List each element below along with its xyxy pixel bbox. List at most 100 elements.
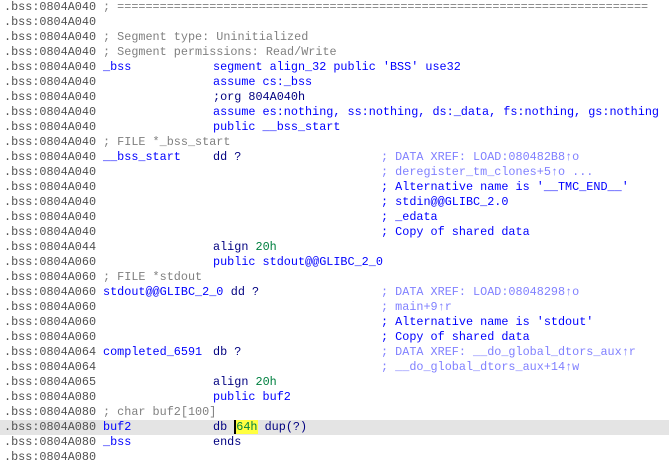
xref-comment[interactable]: ; main+9↑r bbox=[381, 300, 452, 314]
line-address: .bss:0804A040 bbox=[4, 195, 97, 209]
xref-comment[interactable]: ; deregister_tm_clones+5↑o ... bbox=[381, 165, 594, 179]
instruction-text[interactable]: dd ? bbox=[213, 150, 242, 164]
line-instruction: public buf2 bbox=[213, 390, 291, 405]
listing-line[interactable]: .bss:0804A040 bbox=[0, 15, 669, 30]
xref-comment[interactable]: ; DATA XREF: LOAD:080482B8↑o bbox=[381, 150, 580, 164]
instruction-text[interactable]: segment align_32 public 'BSS' use32 bbox=[213, 60, 461, 74]
instruction-text[interactable]: public stdout@@GLIBC_2_0 bbox=[213, 255, 383, 269]
instruction-text[interactable]: dd ? bbox=[230, 285, 260, 299]
listing-line[interactable]: .bss:0804A060 public stdout@@GLIBC_2_0 bbox=[0, 255, 669, 270]
listing-line[interactable]: .bss:0804A040; deregister_tm_clones+5↑o … bbox=[0, 165, 669, 180]
line-address: .bss:0804A065 bbox=[4, 375, 97, 389]
line-label[interactable]: _bss bbox=[103, 60, 132, 74]
line-address: .bss:0804A040 bbox=[4, 30, 97, 44]
line-comment: ; FILE *stdout bbox=[103, 270, 203, 284]
line-address: .bss:0804A080 bbox=[4, 390, 97, 404]
listing-line[interactable]: .bss:0804A040 ; =========================… bbox=[0, 0, 669, 15]
listing-line[interactable]: .bss:0804A060; FILE *stdout bbox=[0, 270, 669, 285]
instruction-text[interactable]: db ? bbox=[213, 345, 242, 359]
instruction-text[interactable]: dup(?) bbox=[257, 420, 308, 434]
line-label[interactable]: buf2 bbox=[103, 420, 132, 434]
listing-line[interactable]: .bss:0804A060 ; Alternative name is 'stdo… bbox=[0, 315, 669, 330]
line-address: .bss:0804A060 bbox=[4, 330, 97, 344]
listing-line[interactable]: .bss:0804A040 ; Segment permissions: Read… bbox=[0, 45, 669, 60]
line-instruction: segment align_32 public 'BSS' use32 bbox=[213, 60, 461, 75]
line-address: .bss:0804A080 bbox=[4, 450, 97, 464]
line-comment: ; FILE *_bss_start bbox=[103, 135, 231, 149]
operand-number[interactable]: 20h bbox=[255, 375, 277, 389]
listing-line[interactable]: .bss:0804A040 ; Alternative name is '__TM… bbox=[0, 180, 669, 195]
listing-line[interactable]: .bss:0804A040 _bss segment align_32 public… bbox=[0, 60, 669, 75]
repeatable-comment: ; Copy of shared data bbox=[381, 330, 530, 344]
instruction-text[interactable]: db bbox=[213, 420, 235, 434]
line-comment: ; Segment permissions: Read/Write bbox=[103, 45, 337, 59]
xref-comment[interactable]: ; __do_global_dtors_aux+14↑w bbox=[381, 360, 580, 374]
line-label[interactable]: stdout@@GLIBC_2_0 bbox=[103, 285, 224, 299]
listing-line[interactable]: .bss:0804A080 ; char buf2[100] bbox=[0, 405, 669, 420]
line-address: .bss:0804A040 bbox=[4, 0, 97, 14]
line-instruction: dd ? bbox=[231, 285, 259, 300]
line-address: .bss:0804A080 bbox=[4, 435, 97, 449]
line-address: .bss:0804A064 bbox=[4, 345, 97, 359]
listing-line[interactable]: .bss:0804A040 public __bss_start bbox=[0, 120, 669, 135]
instruction-text[interactable]: ;org 804A040h bbox=[213, 90, 306, 104]
line-instruction: assume es:nothing, ss:nothing, ds:_data,… bbox=[213, 105, 659, 120]
instruction-text[interactable]: public __bss_start bbox=[213, 120, 341, 134]
line-label[interactable]: __bss_start bbox=[103, 150, 181, 164]
instruction-text[interactable]: assume es:nothing, ss:nothing, ds:_data,… bbox=[213, 105, 659, 119]
line-address: .bss:0804A040 bbox=[4, 225, 97, 239]
listing-line[interactable]: .bss:0804A040 __bss_start dd ? ; DATA XREF:… bbox=[0, 150, 669, 165]
line-address: .bss:0804A080 bbox=[4, 405, 97, 419]
instruction-text[interactable]: align bbox=[213, 240, 256, 254]
listing-line[interactable]: .bss:0804A064 completed_6591 db ? ; DATA XR… bbox=[0, 345, 669, 360]
instruction-text[interactable]: align bbox=[213, 375, 256, 389]
line-instruction: assume cs:_bss bbox=[213, 75, 312, 90]
listing-line[interactable]: .bss:0804A060; main+9↑r bbox=[0, 300, 669, 315]
instruction-text[interactable]: ends bbox=[213, 435, 242, 449]
line-address: .bss:0804A040 bbox=[4, 45, 97, 59]
line-address: .bss:0804A040 bbox=[4, 120, 97, 134]
line-instruction: dd ? bbox=[213, 150, 241, 165]
listing-line[interactable]: .bss:0804A040; Copy of shared data bbox=[0, 225, 669, 240]
instruction-text[interactable]: assume cs:_bss bbox=[213, 75, 313, 89]
listing-line[interactable]: .bss:0804A040; Segment type: Uninitializ… bbox=[0, 30, 669, 45]
line-address: .bss:0804A060 bbox=[4, 315, 97, 329]
repeatable-comment: ; stdin@@GLIBC_2.0 bbox=[381, 195, 509, 209]
line-comment: ; char buf2[100] bbox=[103, 405, 217, 419]
line-address: .bss:0804A040 bbox=[4, 150, 97, 164]
line-label[interactable]: completed_6591 bbox=[103, 345, 203, 359]
line-address: .bss:0804A040 bbox=[4, 210, 97, 224]
line-address: .bss:0804A040 bbox=[4, 60, 97, 74]
line-instruction: ends bbox=[213, 435, 241, 450]
instruction-text[interactable]: public buf2 bbox=[213, 390, 291, 404]
operand-number[interactable]: 64h bbox=[234, 420, 258, 434]
line-label[interactable]: _bss bbox=[103, 435, 132, 449]
line-address: .bss:0804A040 bbox=[4, 180, 97, 194]
repeatable-comment: ; Alternative name is '__TMC_END__' bbox=[381, 180, 629, 194]
line-address: .bss:0804A064 bbox=[4, 360, 97, 374]
xref-comment[interactable]: ; DATA XREF: __do_global_dtors_aux↑r bbox=[381, 345, 636, 359]
current-line[interactable]: .bss:0804A080 buf2 db 64h dup(?) bbox=[0, 420, 669, 435]
listing-line[interactable]: .bss:0804A040;org 804A040h bbox=[0, 90, 669, 105]
listing-line[interactable]: .bss:0804A065 align 20h bbox=[0, 375, 669, 390]
listing-line[interactable]: .bss:0804A040 assume es:nothing, ss:nothi… bbox=[0, 105, 669, 120]
repeatable-comment: ; Alternative name is 'stdout' bbox=[381, 315, 594, 329]
line-address: .bss:0804A080 bbox=[4, 420, 97, 434]
listing-line[interactable]: .bss:0804A080 public buf2 bbox=[0, 390, 669, 405]
listing-line[interactable]: .bss:0804A040; FILE *_bss_start bbox=[0, 135, 669, 150]
listing-line[interactable]: .bss:0804A060 ; Copy of shared data bbox=[0, 330, 669, 345]
operand-number[interactable]: 20h bbox=[255, 240, 277, 254]
line-address: .bss:0804A040 bbox=[4, 105, 97, 119]
line-comment: ; ======================================… bbox=[103, 0, 649, 14]
listing-line[interactable]: .bss:0804A040 ; stdin@@GLIBC_2.0 bbox=[0, 195, 669, 210]
listing-line[interactable]: .bss:0804A080 _bss ends bbox=[0, 435, 669, 450]
listing-line[interactable]: .bss:0804A064 ; __do_global_dtors_aux+14↑… bbox=[0, 360, 669, 375]
listing-line[interactable]: .bss:0804A080 bbox=[0, 450, 669, 465]
listing-line[interactable]: .bss:0804A040; _edata bbox=[0, 210, 669, 225]
xref-comment[interactable]: ; DATA XREF: LOAD:08048298↑o bbox=[381, 285, 580, 299]
line-address: .bss:0804A060 bbox=[4, 255, 97, 269]
